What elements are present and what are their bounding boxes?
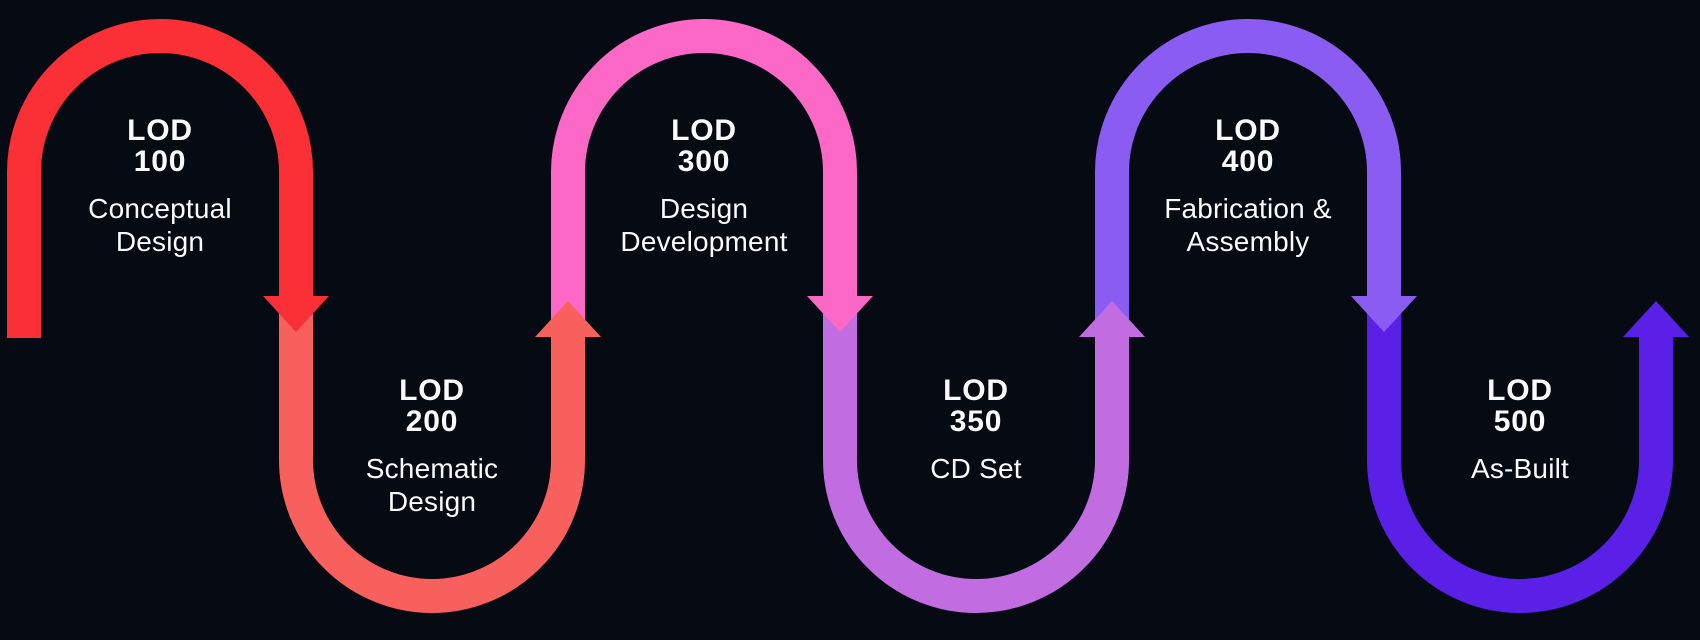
stage-code-number: 300 — [677, 145, 731, 178]
stage-code-number: 100 — [133, 145, 187, 178]
stage-name-line: Fabrication & — [1164, 193, 1332, 224]
stage-arc-lod-350 — [823, 298, 1145, 613]
stage-name-line: Assembly — [1186, 226, 1310, 257]
arrow-down-icon — [1351, 296, 1417, 332]
stage-code-number: 350 — [949, 405, 1003, 438]
stage-code-number: 200 — [405, 405, 459, 438]
stage-path-lod-300 — [551, 19, 857, 330]
stage-code-number: 400 — [1221, 145, 1275, 178]
stage-arc-lod-400 — [1095, 19, 1417, 332]
stage-code-label: LOD — [671, 114, 737, 147]
stage-code-label: LOD — [399, 374, 465, 407]
arrow-up-icon — [1623, 301, 1689, 337]
stage-name: CD Set — [836, 452, 1116, 485]
stage-name-line: As-Built — [1470, 453, 1570, 484]
arrow-up-icon — [535, 301, 601, 337]
stage-name-line: Design — [387, 486, 477, 517]
stage-name: As-Built — [1380, 452, 1660, 485]
stage-arc-lod-300 — [551, 19, 873, 332]
stage-arc-lod-100 — [6, 19, 329, 338]
stage-name-line: Design — [115, 226, 205, 257]
arrow-down-icon — [807, 296, 873, 332]
stage-name-line: Development — [620, 226, 788, 257]
stage-arc-lod-500 — [1367, 298, 1689, 613]
stage-code-label: LOD — [1487, 374, 1553, 407]
stage-name-line: Schematic — [365, 453, 499, 484]
stage-code-label: LOD — [1215, 114, 1281, 147]
stage-name-line: Design — [659, 193, 749, 224]
stage-arc-lod-200 — [279, 298, 601, 613]
arrow-down-icon — [263, 296, 329, 332]
arrow-up-icon — [1079, 301, 1145, 337]
stage-code-label: LOD — [943, 374, 1009, 407]
stage-path-lod-100 — [6, 19, 313, 338]
stage-code-label: LOD — [127, 114, 193, 147]
stage-name-line: CD Set — [930, 453, 1022, 484]
stage-name: Fabrication &Assembly — [1108, 192, 1388, 258]
stage-name-line: Conceptual — [88, 193, 232, 224]
stage-path-lod-400 — [1095, 19, 1401, 330]
stage-path-lod-350 — [823, 298, 1129, 613]
stage-path-lod-200 — [279, 298, 585, 613]
stage-code-number: 500 — [1493, 405, 1547, 438]
stage-path-lod-500 — [1367, 298, 1673, 613]
